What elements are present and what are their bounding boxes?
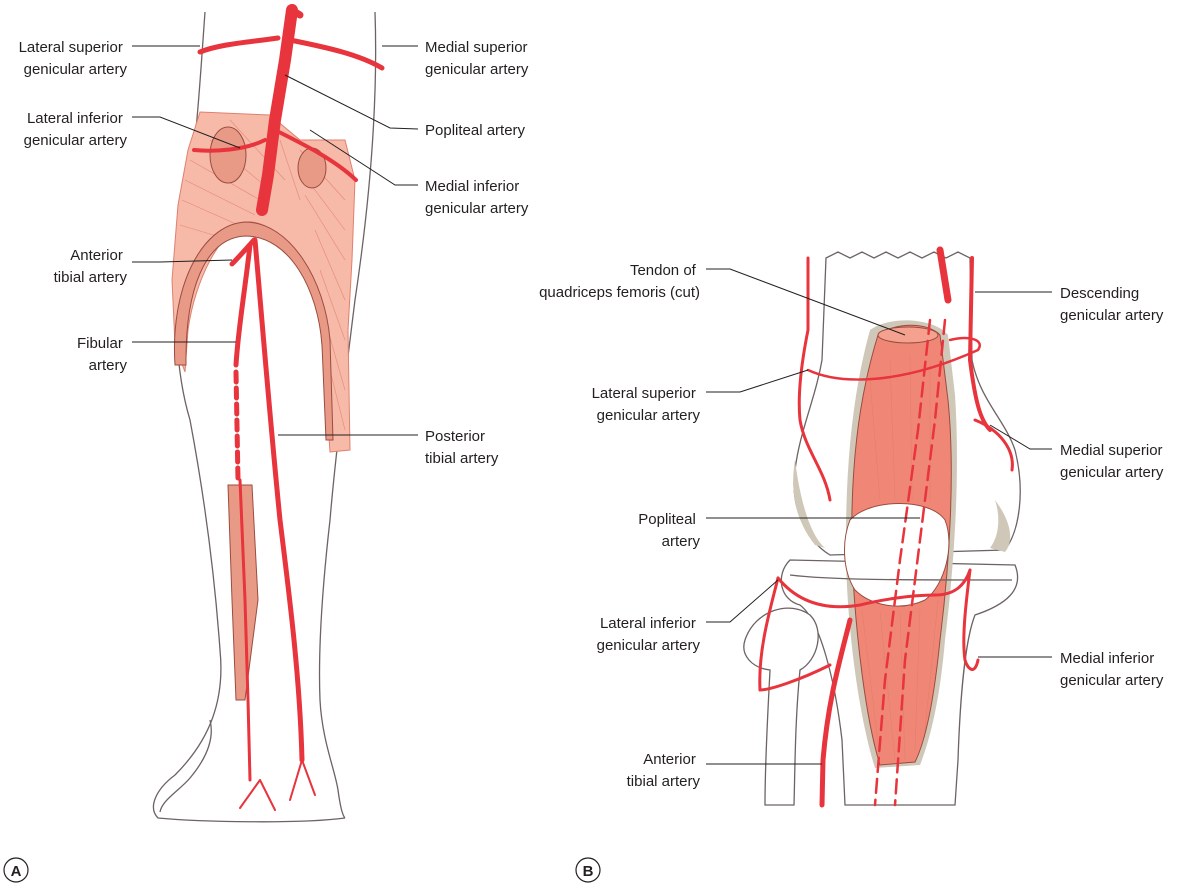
label-b-quadriceps-tendon: Tendon of quadriceps femoris (cut) <box>539 262 700 301</box>
panel-b-fibula <box>744 608 818 805</box>
panel-a-lat-sup-genicular <box>200 38 278 52</box>
label-a-posterior-tibial: Posterior tibial artery <box>425 428 499 467</box>
label-a-lateral-superior-genicular: Lateral superior genicular artery <box>19 39 128 78</box>
panel-a-foot <box>160 720 211 812</box>
label-a-lateral-inferior-genicular: Lateral inferior genicular artery <box>24 110 128 149</box>
panel-a-leg-drawing <box>153 10 382 822</box>
label-a-medial-superior-genicular: Medial superior genicular artery <box>425 39 532 78</box>
panel-a-letter: A <box>11 863 22 880</box>
leader-a-popliteal <box>285 75 418 129</box>
label-b-lateral-superior-genicular: Lateral superior genicular artery <box>592 385 701 424</box>
label-a-anterior-tibial: Anterior tibial artery <box>54 247 128 286</box>
panel-a-med-sup-genicular <box>290 40 382 68</box>
label-b-lateral-inferior-genicular: Lateral inferior genicular artery <box>597 615 701 654</box>
label-a-fibular: Fibular artery <box>77 335 128 374</box>
panel-a-fibular-dashed <box>236 372 238 480</box>
label-b-descending-genicular: Descending genicular artery <box>1060 285 1164 324</box>
label-b-anterior-tibial: Anterior tibial artery <box>627 751 701 790</box>
leader-b-lateral-superior <box>706 370 808 392</box>
panel-a-femoral-top <box>292 10 300 15</box>
label-b-medial-superior-genicular: Medial superior genicular artery <box>1060 442 1167 481</box>
label-a-medial-inferior-genicular: Medial inferior genicular artery <box>425 178 529 217</box>
label-a-popliteal: Popliteal artery <box>425 122 526 139</box>
panel-b-knee-drawing <box>744 250 1020 805</box>
panel-a-fibular-artery <box>236 245 250 365</box>
panel-a-letter-badge: A <box>4 858 28 882</box>
label-b-popliteal: Popliteal artery <box>638 511 700 550</box>
panel-a-lateral-head <box>210 127 246 183</box>
label-b-medial-inferior-genicular: Medial inferior genicular artery <box>1060 650 1164 689</box>
panel-b-letter-badge: B <box>576 858 600 882</box>
panel-b-letter: B <box>583 863 594 880</box>
panel-a-posterior-tibial <box>255 240 302 760</box>
panel-a-foot-branch-1 <box>240 760 315 810</box>
